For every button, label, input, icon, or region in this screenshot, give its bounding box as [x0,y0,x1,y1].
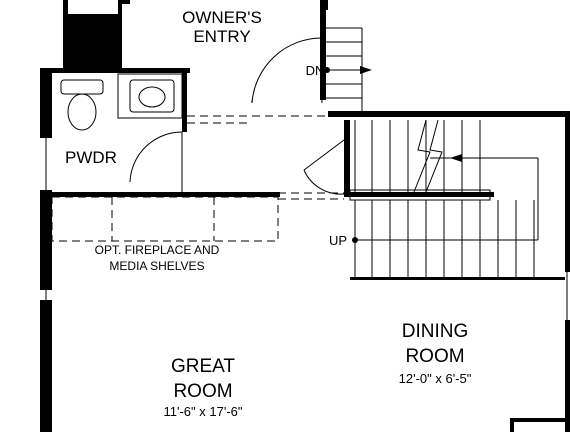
walls [40,0,570,432]
entry-door [187,37,330,124]
great-room-line2: ROOM [173,381,232,402]
owners-entry-line2: ENTRY [193,27,250,46]
window-marks [45,138,568,320]
great-room-line1: GREAT [171,356,235,377]
fireplace-note-line2: MEDIA SHELVES [109,259,204,273]
closet-block [66,14,118,70]
toilet-icon [60,79,104,131]
fireplace-note-line1: OPT. FIREPLACE AND [95,243,220,257]
great-room-dims: 11'-6" x 17'-6" [164,404,243,419]
dining-room-line1: DINING [402,321,469,342]
up-label: UP [329,233,347,248]
owners-entry-line1: OWNER'S [182,8,262,27]
powder-label: PWDR [65,148,117,167]
dining-room-dims: 12'-0" x 6'-5" [399,371,472,386]
down-label: DN [306,63,325,78]
fireplace-shelves [51,196,279,242]
dining-room-line2: ROOM [405,346,464,367]
down-stair [324,27,372,111]
powder-door [129,131,183,192]
main-stair [278,119,539,277]
sink-icon [117,73,183,119]
